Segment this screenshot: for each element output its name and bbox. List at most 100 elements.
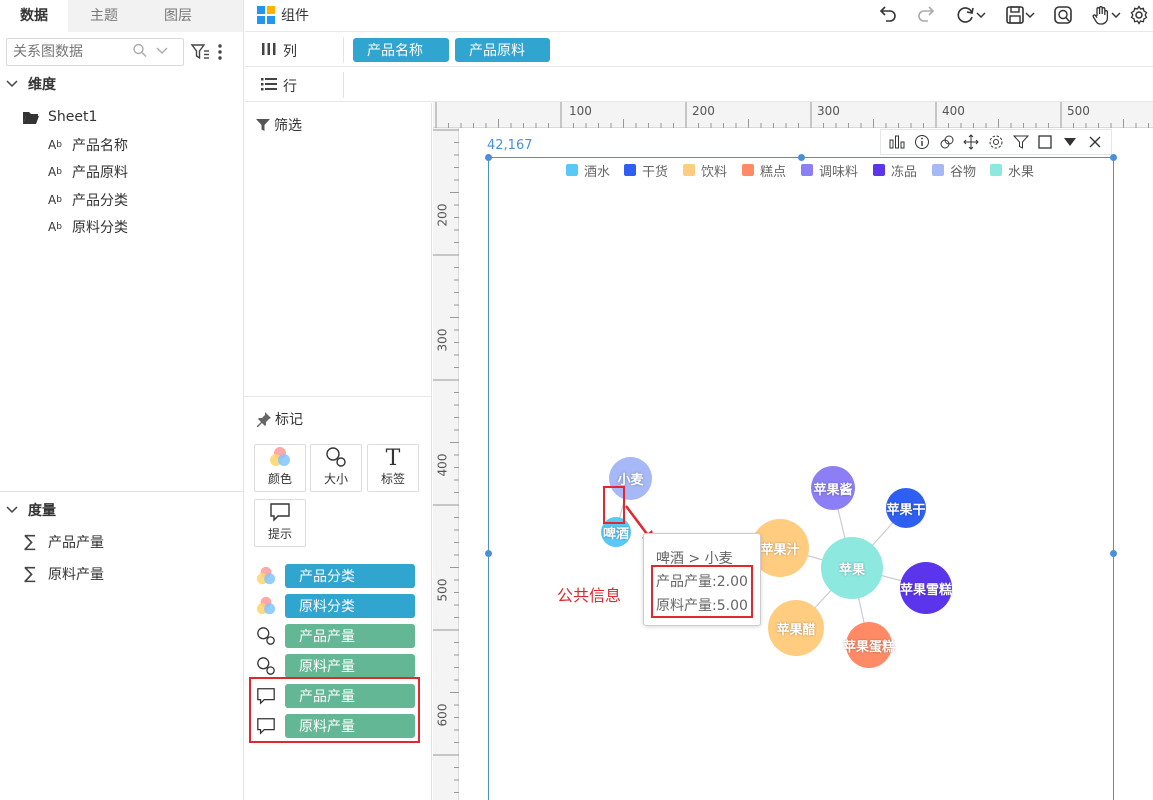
resize-handle[interactable] bbox=[1110, 550, 1117, 557]
measure-item[interactable]: ∑ 产品产量 bbox=[22, 531, 104, 553]
marks-panel: 筛选 标记 bbox=[244, 103, 432, 800]
tooltip-field-pill[interactable]: 原料产量 bbox=[285, 714, 415, 738]
filter-list-icon[interactable] bbox=[190, 42, 210, 62]
tooltip-line: 产品产量:2.00 bbox=[656, 574, 748, 590]
size-field-pill[interactable]: 原料产量 bbox=[285, 654, 415, 678]
gear-icon[interactable] bbox=[987, 133, 1005, 151]
settings-button[interactable] bbox=[1127, 4, 1151, 26]
components-icon[interactable] bbox=[257, 6, 275, 24]
resize-handle[interactable] bbox=[485, 154, 492, 161]
text-icon: T bbox=[381, 445, 405, 468]
legend-item[interactable]: 调味料 bbox=[801, 161, 858, 180]
columns-shelf[interactable]: 列 产品名称 产品原料 bbox=[245, 33, 1153, 67]
legend-swatch bbox=[801, 164, 813, 176]
size-mark-button[interactable]: 大小 bbox=[310, 444, 362, 492]
refresh-dropdown-button[interactable] bbox=[951, 4, 991, 26]
info-icon[interactable] bbox=[913, 133, 931, 151]
undo-button[interactable] bbox=[875, 4, 899, 26]
color-field-pill[interactable]: 产品分类 bbox=[285, 564, 415, 588]
legend-item[interactable]: 酒水 bbox=[566, 161, 611, 180]
rows-label: 行 bbox=[283, 79, 297, 95]
tooltip-mark-button[interactable]: 提示 bbox=[254, 499, 306, 547]
ruler-label: 400 bbox=[942, 104, 965, 118]
column-pill[interactable]: 产品名称 bbox=[353, 38, 449, 62]
chart-type-icon[interactable] bbox=[888, 133, 906, 151]
legend-item[interactable]: 糕点 bbox=[742, 161, 786, 180]
gear-icon bbox=[1130, 5, 1148, 25]
save-icon bbox=[1006, 6, 1024, 24]
resize-handle[interactable] bbox=[1110, 154, 1117, 161]
legend-swatch bbox=[990, 164, 1002, 176]
caret-down-icon[interactable] bbox=[1061, 133, 1079, 151]
graph-node[interactable]: 苹果酱 bbox=[811, 466, 855, 510]
comment-icon bbox=[255, 685, 277, 707]
preview-button[interactable] bbox=[1051, 4, 1075, 26]
legend-item[interactable]: 冻品 bbox=[873, 161, 917, 180]
resize-handle[interactable] bbox=[485, 550, 492, 557]
search-icon[interactable] bbox=[132, 42, 148, 60]
tab-layers[interactable]: 图层 bbox=[164, 8, 192, 24]
legend-item[interactable]: 饮料 bbox=[683, 161, 727, 180]
dataset-search-input[interactable] bbox=[6, 38, 184, 66]
graph-node[interactable]: 小麦 bbox=[609, 457, 652, 500]
design-canvas[interactable] bbox=[460, 129, 1153, 800]
legend-label: 酒水 bbox=[584, 164, 611, 180]
color-field-pill[interactable]: 原料分类 bbox=[285, 594, 415, 618]
measure-section-header[interactable]: 度量 bbox=[6, 499, 56, 521]
tooltip-title: 啤酒 > 小麦 bbox=[656, 551, 733, 567]
graph-node[interactable]: 苹果醋 bbox=[768, 600, 824, 656]
shelf-divider bbox=[343, 72, 344, 98]
panel-tabs: 数据 主题 图层 bbox=[0, 0, 243, 32]
graph-node[interactable]: 苹果蛋糕 bbox=[843, 622, 895, 668]
tab-data[interactable]: 数据 bbox=[0, 0, 68, 32]
close-icon[interactable] bbox=[1086, 133, 1104, 151]
hand-icon bbox=[1092, 6, 1109, 25]
redo-button[interactable] bbox=[915, 4, 939, 26]
tab-theme[interactable]: 主题 bbox=[90, 8, 118, 24]
sheet-node[interactable]: Sheet1 bbox=[22, 106, 97, 128]
legend-item[interactable]: 水果 bbox=[990, 161, 1035, 180]
graph-node[interactable]: 苹果 bbox=[821, 537, 883, 599]
resize-handle[interactable] bbox=[798, 154, 805, 161]
legend-item[interactable]: 谷物 bbox=[932, 161, 976, 180]
color-mark-button[interactable]: 颜色 bbox=[254, 444, 306, 492]
legend-label: 干货 bbox=[642, 164, 669, 180]
measure-item[interactable]: ∑ 原料产量 bbox=[22, 563, 104, 585]
dimension-section-header[interactable]: 维度 bbox=[6, 73, 56, 95]
legend-swatch bbox=[932, 164, 944, 176]
marks-label: 标记 bbox=[275, 412, 303, 428]
size-field-pill[interactable]: 产品产量 bbox=[285, 624, 415, 648]
sigma-icon: ∑ bbox=[24, 532, 36, 552]
rows-shelf[interactable]: 行 bbox=[245, 68, 1153, 102]
column-pill[interactable]: 产品原料 bbox=[455, 38, 550, 62]
filter-shelf[interactable]: 筛选 bbox=[256, 114, 302, 136]
more-vertical-icon[interactable] bbox=[214, 42, 226, 62]
filter-icon[interactable] bbox=[1012, 133, 1030, 151]
save-dropdown-button[interactable] bbox=[999, 4, 1041, 26]
graph-node[interactable]: 啤酒 bbox=[601, 517, 631, 547]
legend-item[interactable]: 干货 bbox=[624, 161, 669, 180]
chevron-down-icon bbox=[976, 12, 986, 18]
graph-node[interactable]: 苹果雪糕 bbox=[900, 562, 952, 614]
chevron-down-icon bbox=[6, 80, 18, 88]
components-label[interactable]: 组件 bbox=[281, 8, 309, 24]
label-mark-button[interactable]: T 标签 bbox=[367, 444, 419, 492]
label-mark-label: 标签 bbox=[380, 472, 405, 486]
chevron-down-icon[interactable] bbox=[155, 46, 169, 56]
filter-label: 筛选 bbox=[274, 118, 302, 134]
legend-label: 水果 bbox=[1008, 164, 1035, 180]
graph-node[interactable]: 苹果干 bbox=[886, 488, 926, 528]
move-icon[interactable] bbox=[962, 133, 980, 151]
maximize-icon[interactable] bbox=[1036, 133, 1054, 151]
link-icon[interactable] bbox=[938, 133, 956, 151]
rows-icon bbox=[261, 78, 277, 91]
tooltip-field-pill[interactable]: 产品产量 bbox=[285, 684, 415, 708]
hand-tool-dropdown-button[interactable] bbox=[1085, 4, 1127, 26]
tooltip-mark-label: 提示 bbox=[267, 527, 292, 541]
